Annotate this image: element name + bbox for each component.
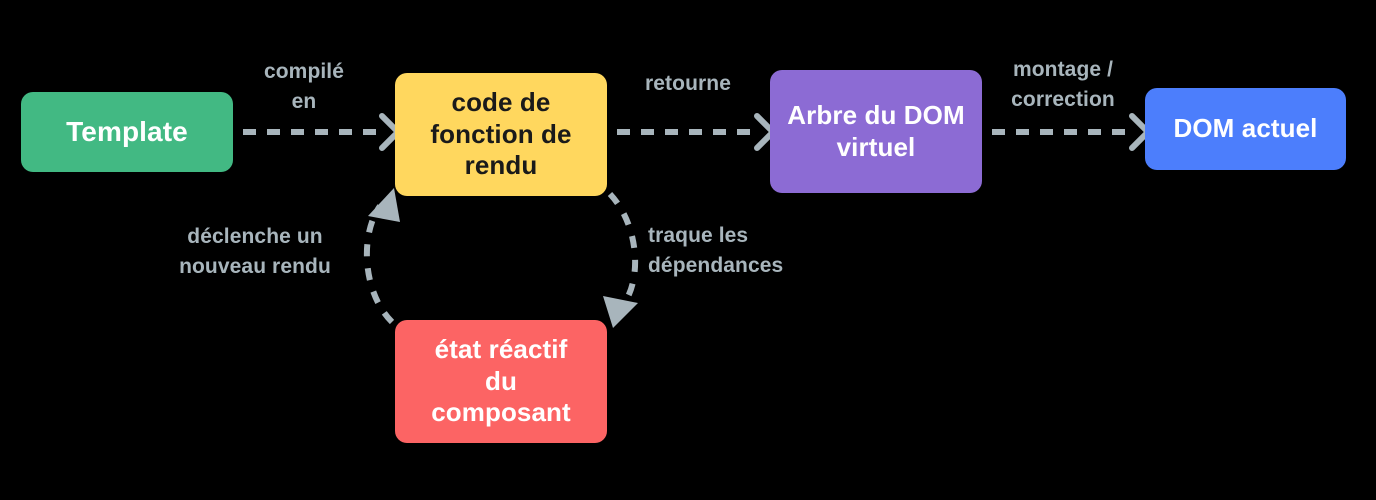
edge-label-mount-patch: montage / correction bbox=[1011, 58, 1115, 111]
node-reactive-state[interactable]: état réactif du composant bbox=[395, 320, 607, 443]
edge-label-tracks-dependencies: traque les dépendances bbox=[648, 224, 784, 277]
arrow-compile bbox=[243, 113, 403, 151]
arrow-returns bbox=[617, 113, 778, 151]
arrow-track-dependencies bbox=[603, 191, 639, 328]
node-template[interactable]: Template bbox=[21, 92, 233, 172]
edge-label-triggers-rerender: déclenche un nouveau rendu bbox=[179, 225, 331, 278]
arrow-trigger-rerender bbox=[363, 188, 400, 325]
node-virtual-dom-tree[interactable]: Arbre du DOM virtuel bbox=[770, 70, 982, 193]
edge-label-compiled-into: compilé en bbox=[263, 60, 345, 113]
arrow-mount bbox=[992, 113, 1153, 151]
edge-label-returns: retourne bbox=[645, 72, 731, 95]
node-actual-dom[interactable]: DOM actuel bbox=[1145, 88, 1346, 170]
node-render-function-code[interactable]: code de fonction de rendu bbox=[395, 73, 607, 196]
